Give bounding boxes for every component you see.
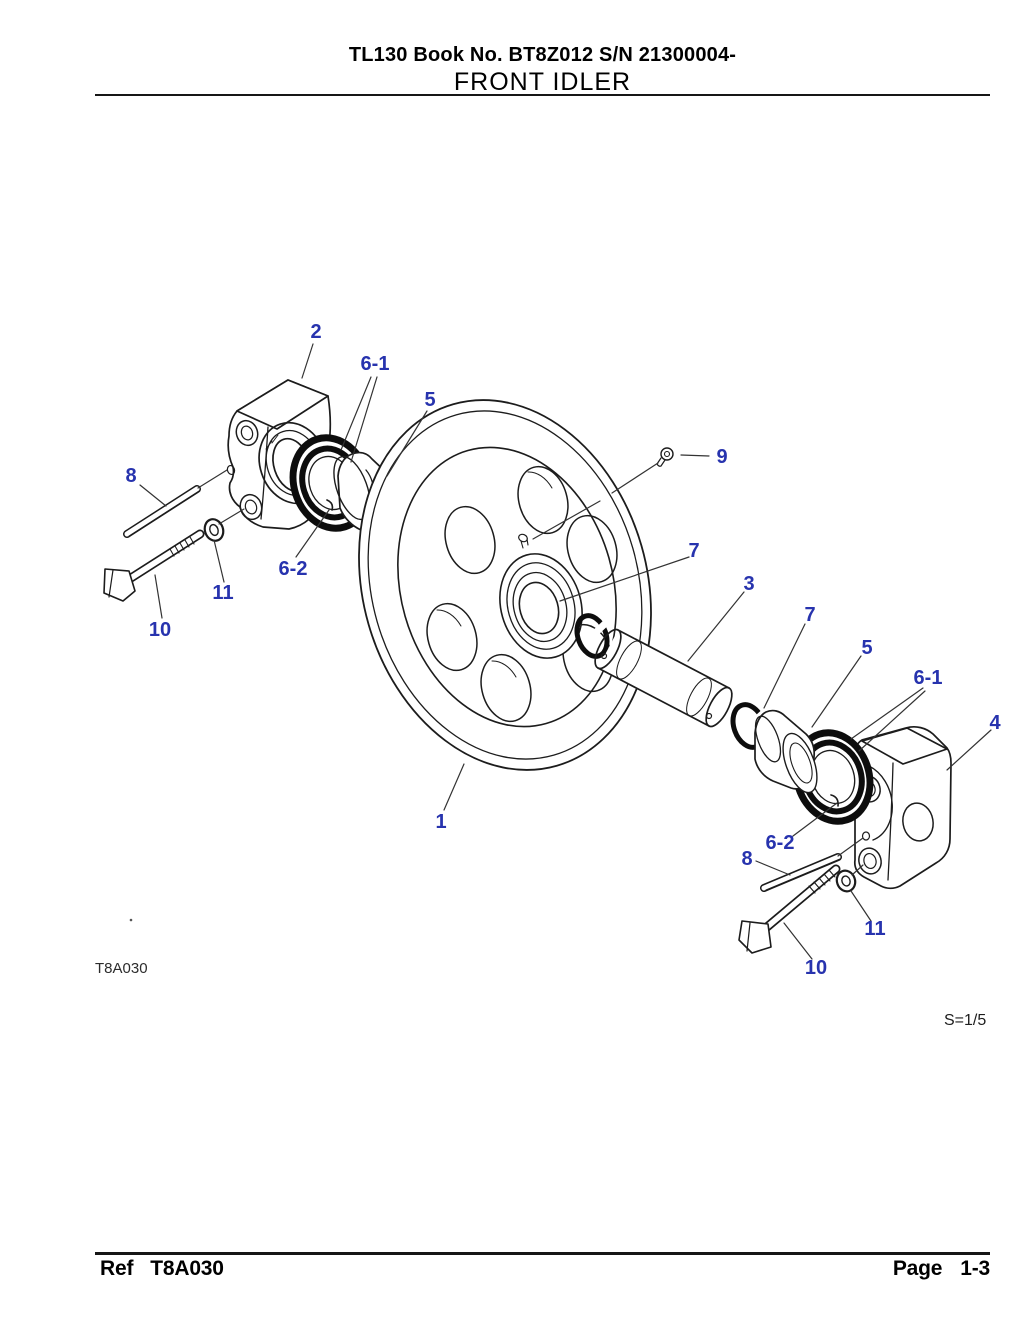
leader-line: [443, 763, 465, 811]
pin-left-drawing: [123, 485, 201, 538]
bolt-left-drawing: [103, 529, 205, 602]
callout-1: 1: [435, 811, 446, 833]
snap-ring-left-drawing: [574, 613, 614, 659]
callout-11: 11: [864, 918, 885, 940]
callout-3: 3: [743, 573, 754, 595]
leader-line: [946, 729, 992, 771]
callout-8: 8: [125, 465, 136, 487]
leader-lines: [139, 343, 992, 960]
leader-line: [687, 591, 745, 662]
ref-value: T8A030: [150, 1257, 224, 1280]
bracket-right-drawing: [853, 725, 952, 890]
scale-note: S=1/5: [944, 1012, 987, 1029]
section-title: FRONT IDLER: [453, 68, 632, 96]
washer-left-drawing: [203, 518, 225, 542]
shaft-drawing: [594, 628, 733, 728]
callout-8: 8: [741, 848, 752, 870]
washer-right-drawing: [835, 869, 857, 893]
leader-line: [680, 454, 710, 457]
leader-line: [850, 687, 924, 740]
leader-line: [811, 655, 862, 728]
leader-line: [850, 890, 872, 922]
leader-line: [139, 484, 167, 507]
ref-label: Ref: [100, 1257, 134, 1280]
callout-10: 10: [149, 619, 171, 641]
callout-5: 5: [861, 637, 872, 659]
leader-line: [213, 539, 225, 583]
callout-11: 11: [212, 582, 233, 604]
leader-line: [858, 690, 926, 752]
callout-5: 5: [424, 389, 435, 411]
leader-line: [350, 376, 378, 463]
footer-page-number: Page 1-3: [893, 1257, 990, 1281]
callout-6-2: 6-2: [766, 832, 795, 854]
header-rule: [95, 94, 990, 96]
leader-line: [340, 376, 372, 451]
callout-7: 7: [804, 604, 815, 626]
leader-line: [197, 469, 228, 489]
callout-2: 2: [310, 321, 321, 343]
leader-line: [611, 462, 659, 494]
leader-line: [559, 556, 690, 602]
page-value: 1-3: [960, 1257, 990, 1280]
leader-line: [301, 343, 314, 379]
period-mark: [129, 918, 133, 922]
page-title: TL130 Book No. BT8Z012 S/N 21300004-: [348, 44, 737, 66]
leader-line: [532, 500, 601, 540]
page-label: Page: [892, 1257, 943, 1280]
idler-wheel-drawing: [358, 399, 652, 771]
footer-reference: Ref T8A030: [100, 1257, 224, 1281]
leader-line: [837, 837, 864, 857]
callout-6-2: 6-2: [279, 558, 308, 580]
leader-line: [851, 864, 864, 876]
callout-10: 10: [805, 957, 827, 979]
leader-line: [792, 802, 838, 837]
collar-right-drawing: [754, 709, 818, 794]
callout-7: 7: [688, 540, 699, 562]
leader-line: [218, 508, 245, 525]
callout-4: 4: [989, 712, 1001, 734]
grease-fitting-drawing: [656, 447, 674, 467]
callout-6-1: 6-1: [361, 353, 390, 375]
callout-6-1: 6-1: [914, 667, 943, 689]
drawing-code-label: T8A030: [95, 960, 148, 977]
leader-line: [755, 860, 791, 876]
leader-line: [783, 922, 813, 960]
pin-right-drawing: [760, 853, 842, 892]
leader-line: [763, 623, 806, 709]
leader-line: [386, 410, 428, 477]
callout-labels: 2 6-1 5 8 6-2 11 10 1 9 7 3 7 5 6-1 4 6-2 8 11 10: [125, 321, 1001, 979]
leader-line: [154, 574, 163, 619]
leader-line: [295, 509, 330, 558]
callout-9: 9: [716, 446, 727, 468]
footer-rule: [95, 1252, 990, 1255]
bolt-right-drawing: [738, 864, 841, 954]
